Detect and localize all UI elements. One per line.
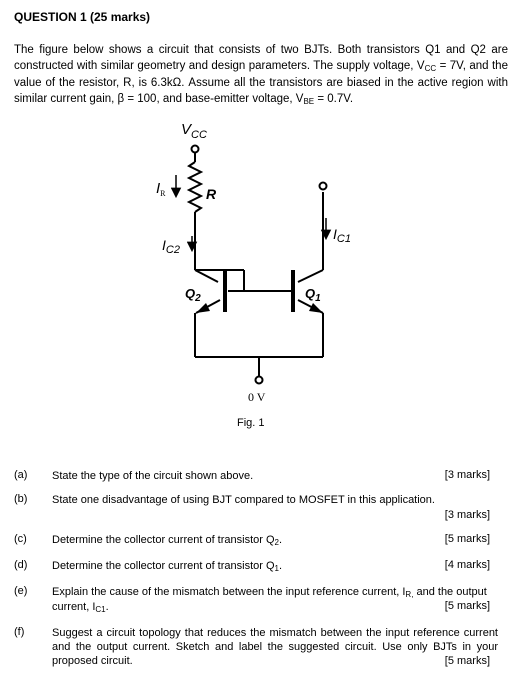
part-a-label: (a) bbox=[14, 469, 28, 481]
part-e-label: (e) bbox=[14, 585, 28, 597]
part-e-marks: [5 marks] bbox=[444, 600, 490, 612]
intro-text-1: The figure below shows a circuit that co… bbox=[14, 44, 508, 72]
part-e-text: Explain the cause of the mismatch betwee… bbox=[52, 586, 487, 614]
intro-text-3: = 0.7V. bbox=[314, 93, 354, 105]
question-intro: The figure below shows a circuit that co… bbox=[14, 42, 508, 108]
figure-caption: Fig. 1 bbox=[237, 417, 265, 429]
intro-vbe-subscript: BE bbox=[303, 97, 315, 106]
intro-text-2: = 7V, and the value of the resistor, R, … bbox=[14, 60, 508, 105]
intro-vcc-subscript: CC bbox=[424, 64, 437, 73]
part-a-text: State the type of the circuit shown abov… bbox=[52, 470, 254, 482]
question-title: QUESTION 1 (25 marks) bbox=[14, 10, 151, 24]
part-d-label: (d) bbox=[14, 559, 28, 571]
part-c-marks: [5 marks] bbox=[444, 533, 490, 545]
part-b-text: State one disadvantage of using BJT comp… bbox=[52, 494, 435, 506]
part-d-marks: [4 marks] bbox=[444, 559, 490, 571]
part-c-label: (c) bbox=[14, 533, 27, 545]
part-f-label: (f) bbox=[14, 626, 25, 638]
part-d-text: Determine the collector current of trans… bbox=[52, 560, 283, 573]
part-b-marks: [3 marks] bbox=[444, 509, 490, 521]
part-f-text: Suggest a circuit topology that reduces … bbox=[52, 627, 498, 667]
part-b-label: (b) bbox=[14, 493, 28, 505]
part-f-marks: [5 marks] bbox=[444, 655, 490, 667]
part-c-text: Determine the collector current of trans… bbox=[52, 534, 283, 547]
part-a-marks: [3 marks] bbox=[444, 469, 490, 481]
